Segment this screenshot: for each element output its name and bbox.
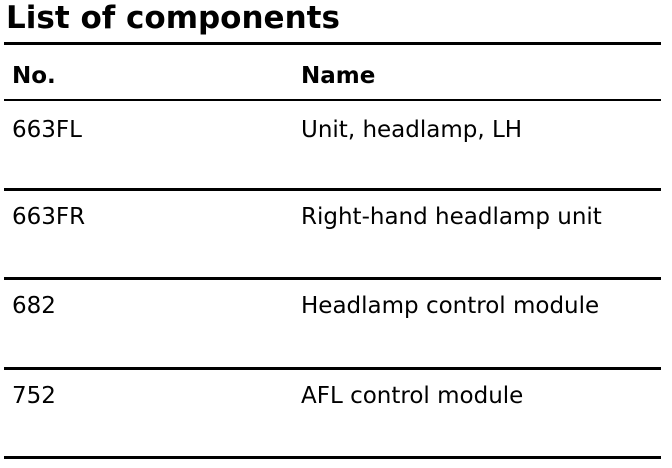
row-divider (4, 188, 661, 191)
component-name: Headlamp control module (301, 293, 600, 319)
component-number: 663FL (12, 117, 82, 143)
component-number: 682 (12, 293, 56, 319)
row-divider (4, 367, 661, 370)
table-top-rule (4, 42, 661, 45)
table-bottom-rule (4, 456, 661, 459)
component-number: 663FR (12, 204, 86, 230)
component-name: Unit, headlamp, LH (301, 117, 523, 143)
column-header-name: Name (301, 63, 376, 89)
row-divider (4, 277, 661, 280)
column-header-no: No. (12, 63, 56, 89)
component-number: 752 (12, 383, 56, 409)
component-name: Right-hand headlamp unit (301, 204, 602, 230)
header-rule (4, 99, 661, 101)
page-title: List of components (6, 0, 340, 36)
component-name: AFL control module (301, 383, 524, 409)
